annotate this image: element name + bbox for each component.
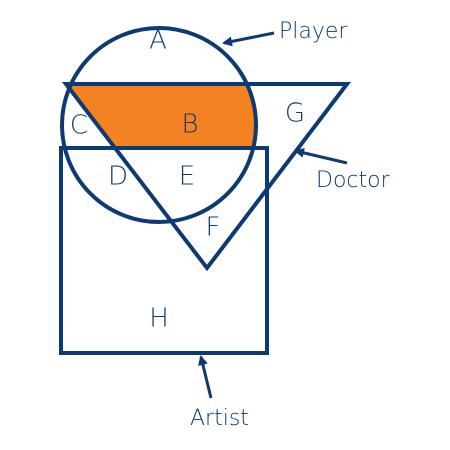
region-b-label: B	[181, 110, 198, 140]
player-set-label: Player	[279, 19, 348, 44]
region-h-label: H	[149, 304, 169, 334]
player-pointer-arrow	[222, 31, 275, 47]
artist-pointer-arrow	[198, 355, 213, 399]
artist-square	[59, 146, 269, 355]
region-b-highlight	[66, 84, 256, 148]
doctor-triangle	[61, 82, 352, 272]
region-g-label: G	[285, 99, 305, 129]
region-a-label: A	[149, 26, 167, 56]
doctor-set-label: Doctor	[316, 168, 391, 193]
region-e-label: E	[179, 162, 195, 192]
player-circle	[60, 26, 258, 224]
region-d-label: D	[108, 162, 128, 192]
region-c-label: C	[70, 111, 88, 141]
region-f-label: F	[206, 213, 221, 243]
doctor-pointer-arrow	[294, 147, 348, 165]
artist-set-label: Artist	[190, 406, 249, 431]
